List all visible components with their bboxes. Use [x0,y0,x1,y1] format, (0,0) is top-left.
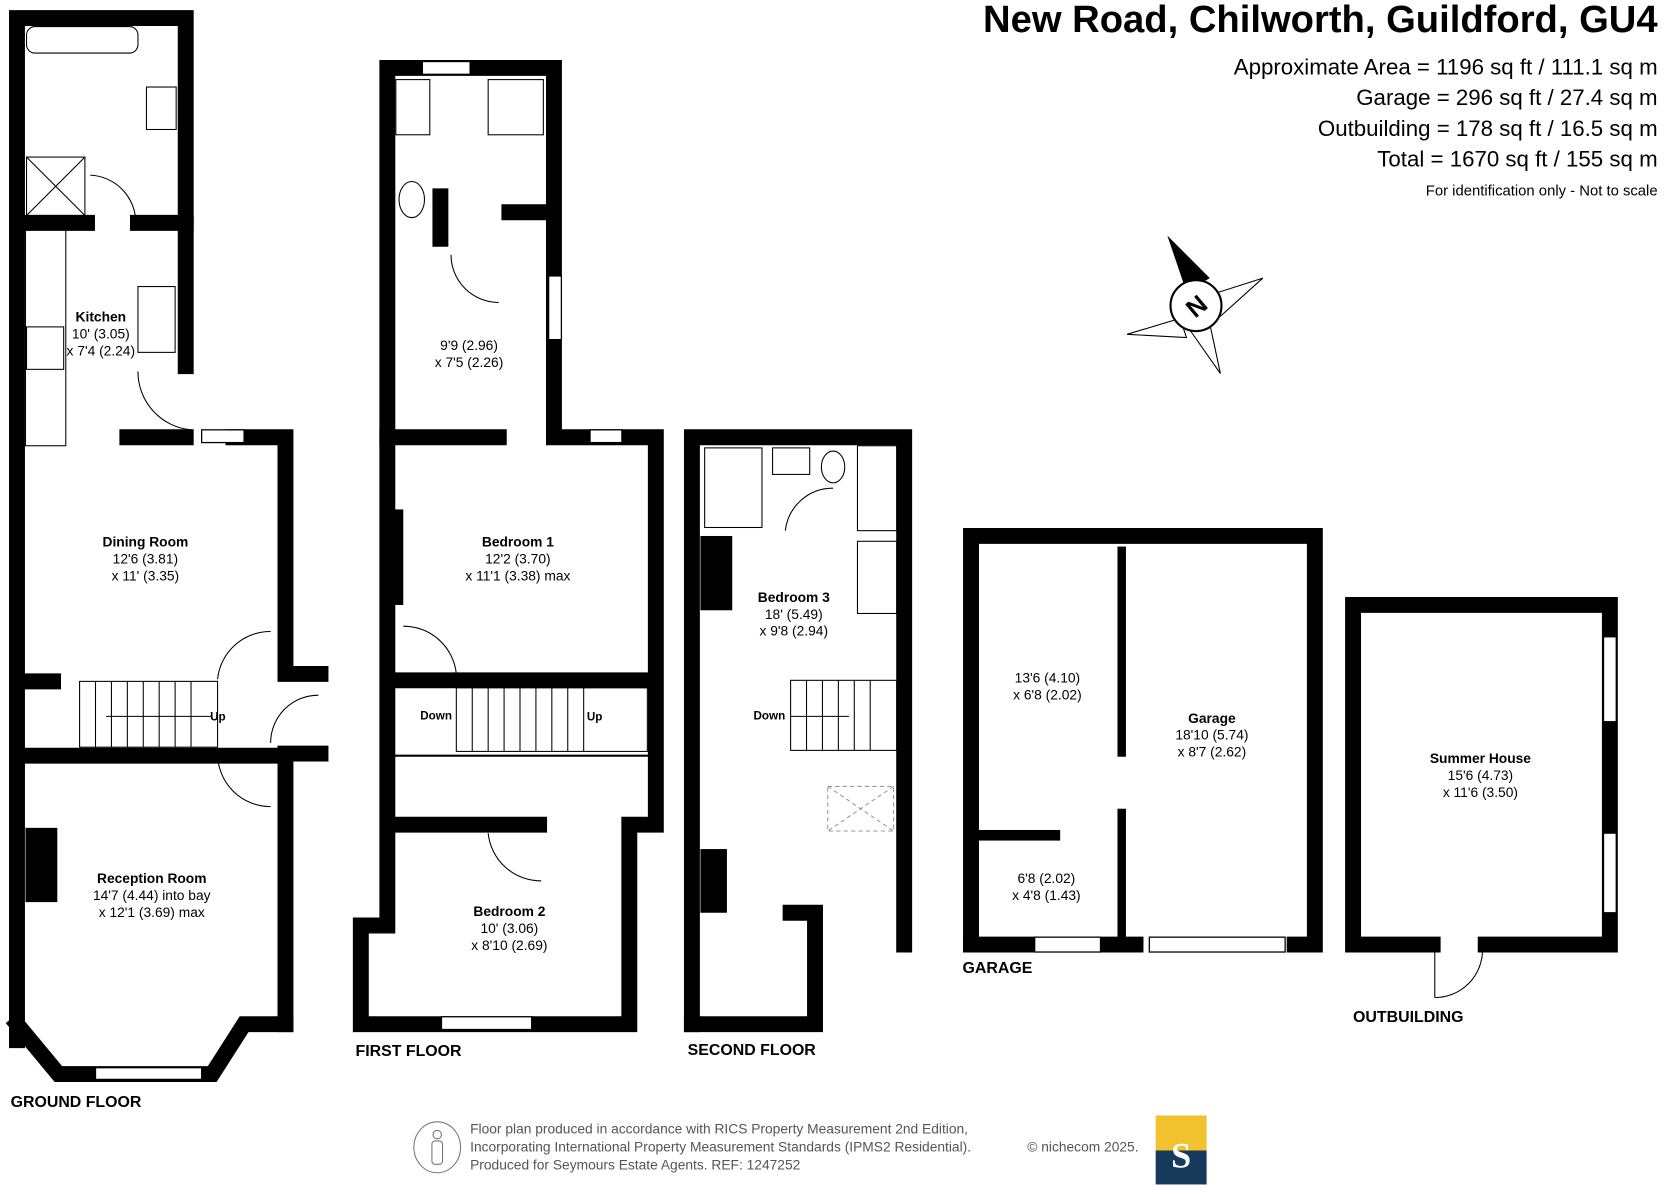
area-outbuilding: Outbuilding = 178 sq ft / 16.5 sq m [1318,116,1658,141]
svg-text:Produced for Seymours Estate A: Produced for Seymours Estate Agents. REF… [470,1158,800,1173]
floor-label: GARAGE [963,960,1033,977]
svg-text:10' (3.05): 10' (3.05) [72,327,130,342]
svg-text:x 6'8 (2.02): x 6'8 (2.02) [1013,687,1082,702]
svg-text:12'2 (3.70): 12'2 (3.70) [485,552,550,567]
svg-text:12'6 (3.81): 12'6 (3.81) [113,552,178,567]
svg-text:18'10 (5.74): 18'10 (5.74) [1175,728,1248,743]
svg-text:Up: Up [210,711,226,724]
svg-text:x 8'10 (2.69): x 8'10 (2.69) [471,938,547,953]
svg-text:x 7'5 (2.26): x 7'5 (2.26) [435,355,504,370]
svg-text:Floor plan produced in accorda: Floor plan produced in accordance with R… [470,1122,968,1137]
svg-text:x 11' (3.35): x 11' (3.35) [112,569,179,584]
svg-text:S: S [1171,1135,1191,1175]
svg-text:x 8'7 (2.62): x 8'7 (2.62) [1178,745,1247,760]
area-total: Total = 1670 sq ft / 155 sq m [1377,147,1657,172]
svg-text:15'6 (4.73): 15'6 (4.73) [1448,768,1513,783]
floor-label: OUTBUILDING [1353,1009,1463,1026]
person-icon [413,1121,462,1174]
room-name: Summer House [1430,751,1531,766]
svg-text:Incorporating International Pr: Incorporating International Property Mea… [470,1140,971,1155]
svg-text:Down: Down [420,710,452,723]
seymours-logo: S [1155,1115,1207,1185]
svg-text:Up: Up [587,711,603,724]
disclaimer: For identification only - Not to scale [1426,183,1658,199]
area-approximate: Approximate Area = 1196 sq ft / 111.1 sq… [1234,54,1658,79]
ground-floor-plan: Kitchen 10' (3.05) x 7'4 (2.24) Dining R… [5,10,329,1111]
room-name: Kitchen [76,310,127,325]
room-name: Bedroom 3 [758,590,830,605]
garage-plan: 13'6 (4.10) x 6'8 (2.02) Garage 18'10 (5… [963,528,1323,977]
area-garage: Garage = 296 sq ft / 27.4 sq m [1356,85,1657,110]
outbuilding-plan: Summer House 15'6 (4.73) x 11'6 (3.50) O… [1345,597,1618,1026]
first-floor-plan: 9'9 (2.96) x 7'5 (2.26) Bedroom 1 12'2 (… [352,59,664,1060]
room-name: Bedroom 2 [473,904,545,919]
svg-text:x 4'8 (1.43): x 4'8 (1.43) [1012,888,1081,903]
room-name: Dining Room [103,535,189,550]
floor-label: SECOND FLOOR [688,1042,817,1059]
svg-text:© nichecom 2025.: © nichecom 2025. [1027,1140,1138,1155]
room-name: Reception Room [97,871,206,886]
room-name: Garage [1188,711,1236,726]
svg-text:x 11'1 (3.38) max: x 11'1 (3.38) max [465,569,570,584]
svg-text:10' (3.06): 10' (3.06) [480,921,538,936]
room-name: Bedroom 1 [482,535,554,550]
svg-text:13'6 (4.10): 13'6 (4.10) [1015,670,1080,685]
svg-text:x 9'8 (2.94): x 9'8 (2.94) [760,624,829,639]
svg-text:6'8 (2.02): 6'8 (2.02) [1017,871,1075,886]
second-floor-plan: Bedroom 3 18' (5.49) x 9'8 (2.94) Down S… [683,429,913,1059]
page-title: New Road, Chilworth, Guildford, GU4 [983,0,1658,41]
svg-text:9'9 (2.96): 9'9 (2.96) [440,338,498,353]
floor-label: GROUND FLOOR [11,1094,142,1111]
footer: Floor plan produced in accordance with R… [413,1115,1207,1185]
svg-text:x 11'6 (3.50): x 11'6 (3.50) [1443,785,1518,800]
floor-label: FIRST FLOOR [356,1043,463,1060]
compass-icon: N [1126,235,1264,374]
svg-text:14'7 (4.44) into bay: 14'7 (4.44) into bay [93,888,211,903]
svg-text:x 12'1 (3.69) max: x 12'1 (3.69) max [99,905,205,920]
svg-text:x 7'4 (2.24): x 7'4 (2.24) [67,344,136,359]
svg-text:Down: Down [753,710,785,723]
svg-text:18' (5.49): 18' (5.49) [765,607,823,622]
